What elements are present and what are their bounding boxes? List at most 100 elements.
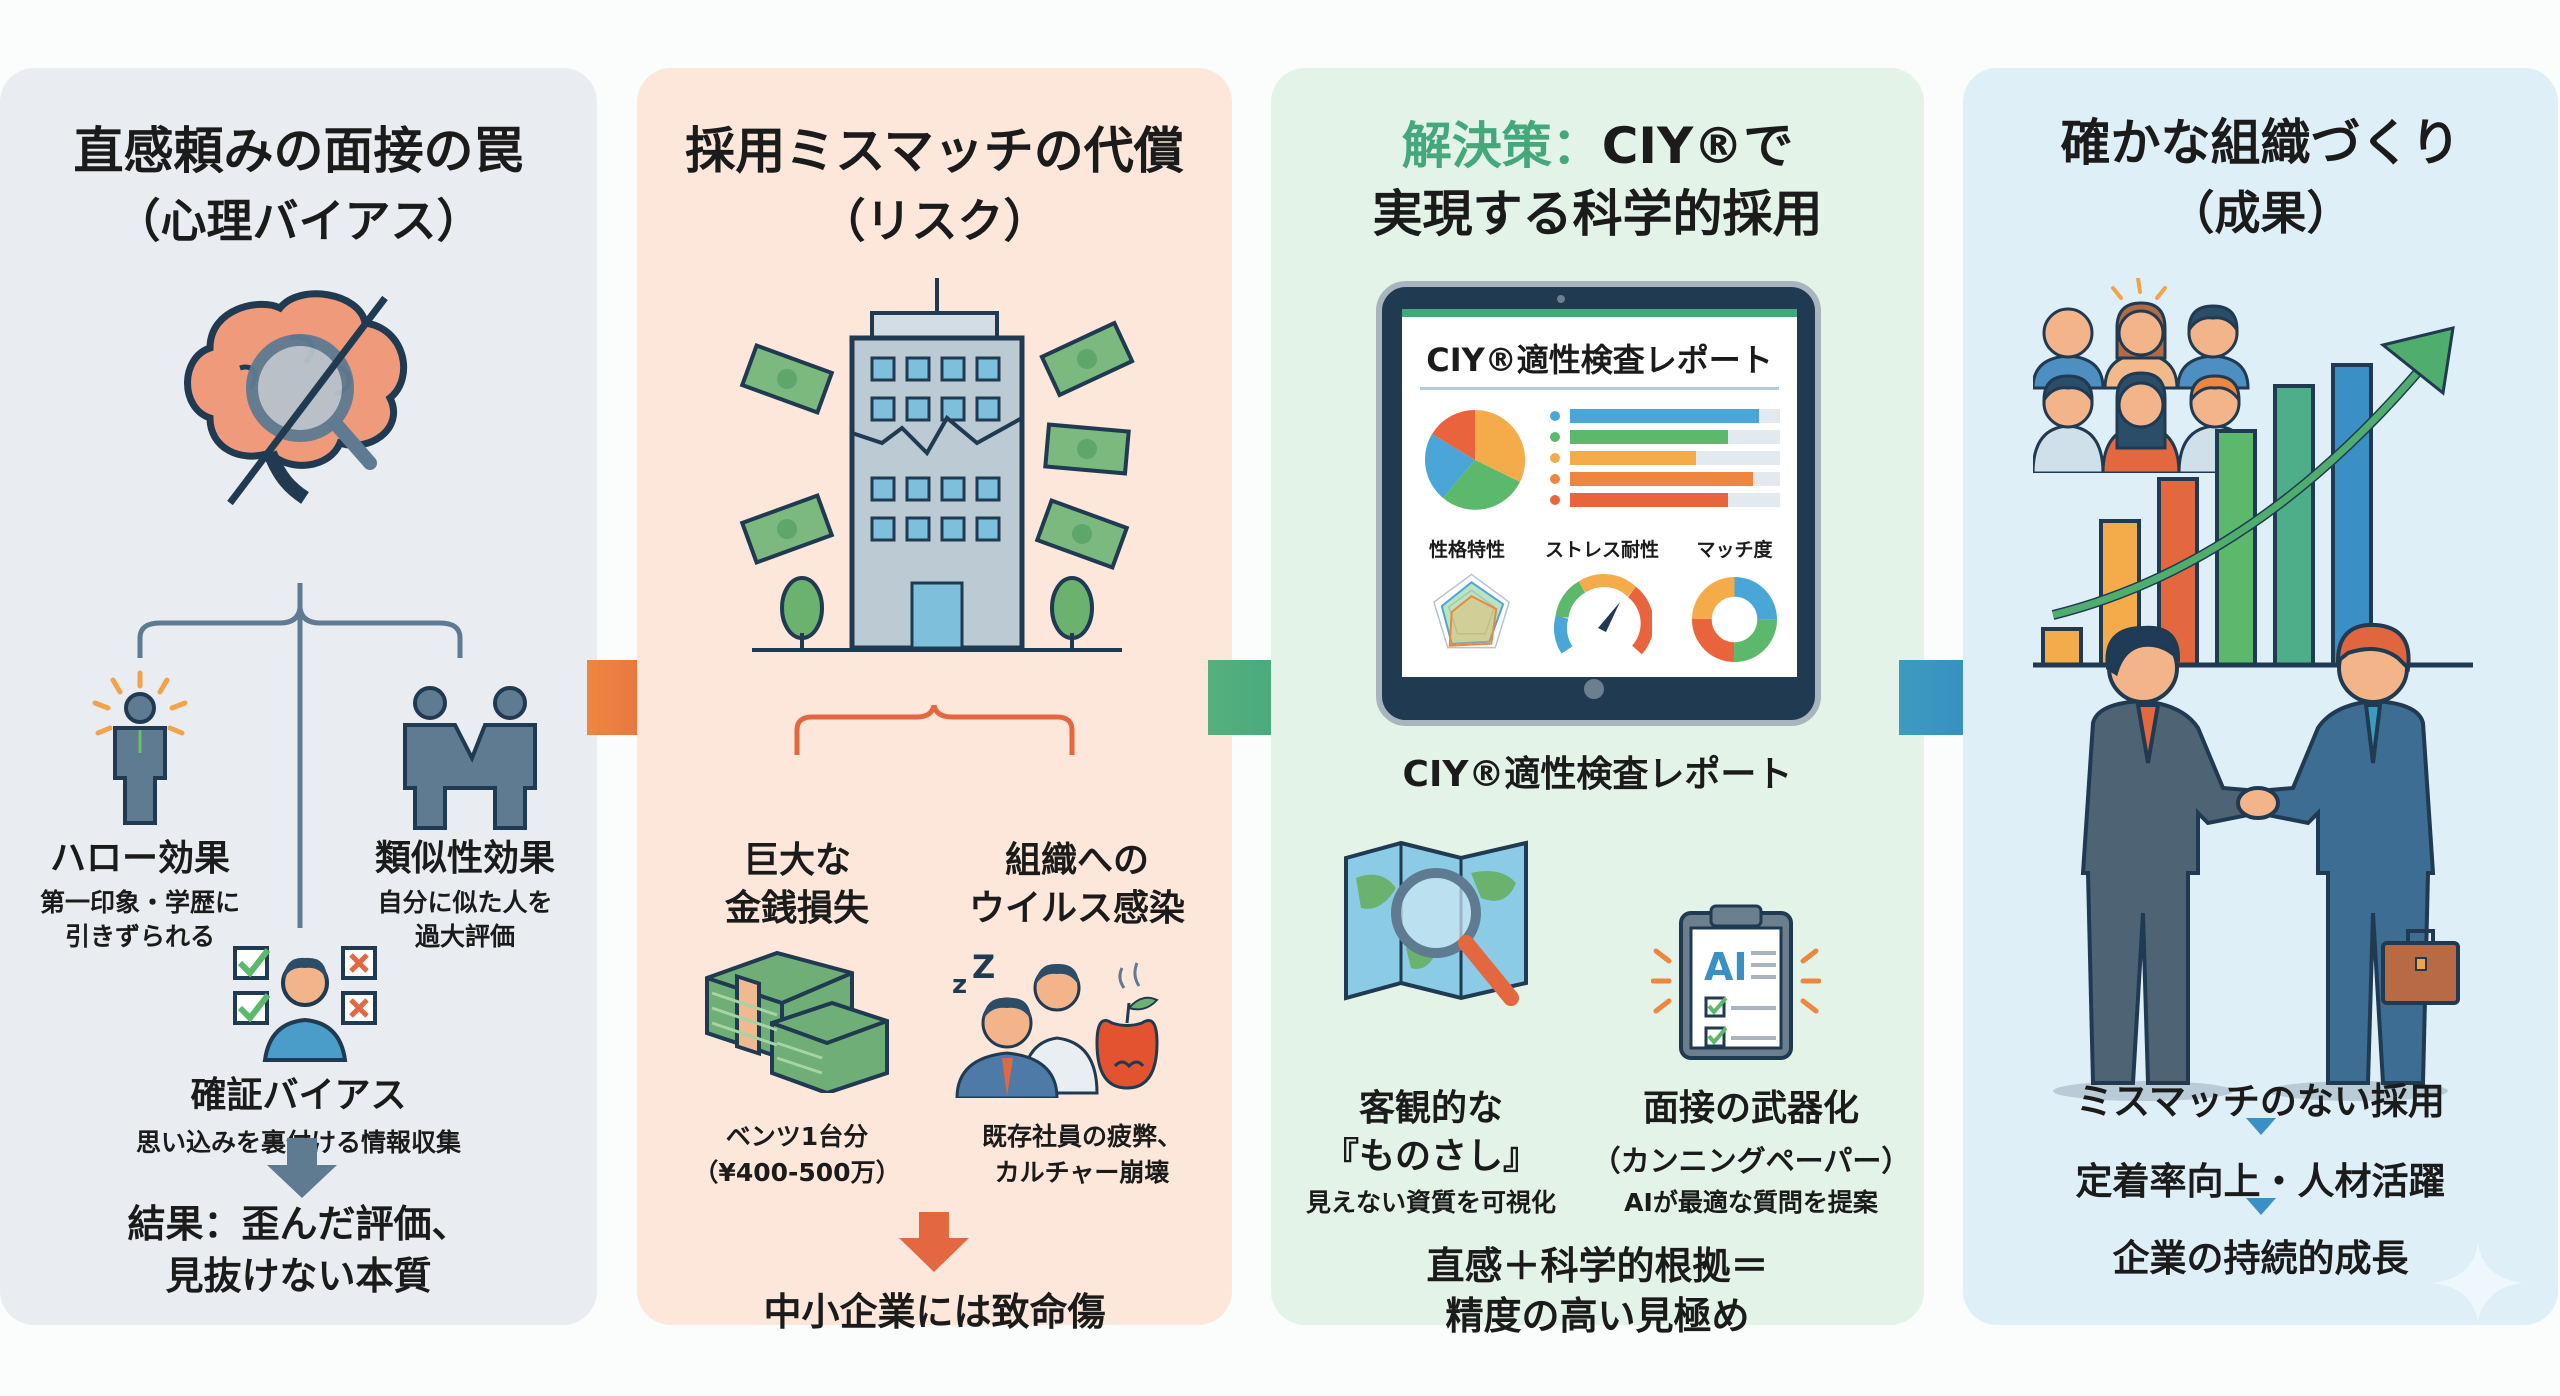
report-bar-fill — [1570, 472, 1753, 486]
report-bar-fill — [1570, 430, 1728, 444]
card1-result-line1: 結果：歪んだ評価、 — [127, 1202, 470, 1246]
halo-person-icon — [92, 670, 188, 825]
tired-employees-rotten-apple-icon: z Z — [952, 948, 1159, 1098]
card2-conclusion: 中小企業には致命傷 — [763, 1290, 1106, 1334]
bias-branch-connector — [137, 583, 463, 928]
outcome-step-1: ミスマッチのない採用 — [2076, 1080, 2445, 1123]
report-bar-dot — [1550, 474, 1560, 484]
report-bar-row — [1550, 409, 1780, 423]
report-bar-track — [1570, 472, 1780, 486]
money-loss-title-2: 金銭損失 — [724, 888, 869, 929]
objective-measure-title-1: 客観的な — [1358, 1088, 1503, 1129]
report-bar-track — [1570, 451, 1780, 465]
confirmation-bias-title: 確証バイアス — [190, 1075, 407, 1116]
report-bar-dot — [1550, 495, 1560, 505]
report-label-match: マッチ度 — [1696, 539, 1773, 561]
card3-title-line2: 実現する科学的採用 — [1372, 185, 1823, 243]
card-ciy-solution: 解決策：CIY®で 実現する科学的採用 CIY®適性検査レポート 性格特性 スト… — [1271, 68, 1924, 1338]
card1-subtitle: （心理バイアス） — [114, 194, 483, 248]
halo-effect-title: ハロー効果 — [49, 838, 230, 879]
halo-effect-desc-1: 第一印象・学歴に — [39, 888, 240, 917]
similarity-effect-title: 類似性効果 — [374, 838, 555, 879]
objective-measure-title-2: 『ものさし』 — [1322, 1136, 1539, 1177]
report-bar-fill — [1570, 451, 1696, 465]
report-bar-row — [1550, 493, 1780, 507]
growth-bar — [2273, 384, 2315, 667]
cracked-building-money-icon — [739, 278, 1135, 652]
virus-title-2: ウイルス感染 — [968, 888, 1185, 929]
report-radar-chart — [1433, 573, 1510, 649]
tablet-camera — [1557, 295, 1565, 303]
card3-conclusion-line1: 直感＋科学的根拠＝ — [1426, 1244, 1769, 1288]
ai-clipboard-icon — [1651, 904, 1821, 1060]
interview-weapon-title: 面接の武器化 — [1642, 1088, 1859, 1129]
report-label-stress: ストレス耐性 — [1544, 539, 1659, 561]
report-bar-track — [1570, 430, 1780, 444]
triangle-down-icon — [2246, 1118, 2276, 1135]
growth-bar — [2041, 627, 2083, 667]
business-handshake-icon — [2053, 622, 2460, 1101]
confirmation-bias-person-icon — [233, 946, 377, 1062]
card-mismatch-risk: 採用ミスマッチの代償 （リスク） 巨大な 金 — [637, 68, 1232, 1334]
card-organization-results: 確かな組織づくり （成果） — [1963, 68, 2558, 1325]
clipboard-checklist — [1704, 951, 1776, 1048]
report-bar-row — [1550, 430, 1780, 444]
report-bar-row — [1550, 472, 1780, 486]
tablet-screen: CIY®適性検査レポート 性格特性 ストレス耐性 マッチ度 — [1402, 309, 1797, 677]
sparkle-icon — [2433, 1243, 2523, 1323]
similarity-effect-desc-1: 自分に似た人を — [377, 888, 553, 917]
card3-title-rest: CIY®で — [1601, 117, 1794, 175]
tablet-home-button — [1584, 679, 1604, 699]
card2-subtitle: （リスク） — [819, 194, 1050, 248]
report-caption: CIY®適性検査レポート — [1402, 754, 1793, 795]
map-magnifier-icon — [1344, 840, 1528, 1006]
brain-magnifier-icon — [184, 290, 408, 506]
card3-title-accent: 解決策： — [1401, 117, 1602, 175]
report-screen-title: CIY®適性検査レポート — [1426, 341, 1773, 379]
money-loss-desc-1: ベンツ1台分 — [725, 1122, 869, 1151]
outcome-step-3: 企業の持続的成長 — [2112, 1237, 2409, 1280]
risk-branch-connector — [794, 705, 1075, 755]
similarity-effect-desc-2: 過大評価 — [414, 922, 515, 951]
down-arrow-icon — [899, 1212, 969, 1272]
money-loss-title-1: 巨大な — [742, 840, 851, 881]
happy-team-icon — [2033, 278, 2253, 473]
report-bar-track — [1570, 409, 1780, 423]
card3-conclusion-line2: 精度の高い見極め — [1445, 1294, 1750, 1338]
triangle-down-icon — [2246, 1198, 2276, 1215]
interview-weapon-desc: AIが最適な質問を提案 — [1624, 1188, 1878, 1217]
down-arrow-icon — [267, 1138, 337, 1198]
tablet-device: CIY®適性検査レポート 性格特性 ストレス耐性 マッチ度 — [1376, 281, 1821, 726]
money-loss-desc-2: （¥400-500万） — [693, 1158, 901, 1187]
money-stacks-icon — [705, 950, 889, 1093]
card4-subtitle: （成果） — [2168, 186, 2353, 240]
card4-title: 確かな組織づくり — [2060, 114, 2461, 172]
report-divider — [1420, 387, 1779, 390]
virus-desc-2: カルチャー崩壊 — [994, 1158, 1170, 1187]
halo-effect-desc-2: 引きずられる — [64, 922, 215, 951]
outcome-step-2: 定着率向上・人材活躍 — [2075, 1160, 2446, 1203]
report-bar-row — [1550, 451, 1780, 465]
growth-bar — [2331, 363, 2373, 667]
report-bar-fill — [1570, 409, 1759, 423]
svg-text:z: z — [952, 970, 967, 1000]
card2-title: 採用ミスマッチの代償 — [685, 122, 1184, 180]
report-label-personality: 性格特性 — [1428, 539, 1505, 561]
report-match-donut — [1691, 576, 1778, 663]
report-bar-dot — [1550, 411, 1560, 421]
report-bar-fill — [1570, 493, 1728, 507]
virus-desc-1: 既存社員の疲弊、 — [981, 1122, 1182, 1151]
objective-measure-desc: 見えない資質を可視化 — [1305, 1188, 1556, 1217]
card1-result-line2: 見抜けない本質 — [165, 1254, 432, 1298]
growth-bar-chart — [2033, 326, 2473, 668]
report-bar-list — [1550, 409, 1780, 514]
ai-badge-text: AI — [1704, 945, 1748, 989]
similarity-handshake-icon — [403, 686, 537, 830]
virus-title-1: 組織への — [1004, 840, 1149, 881]
report-bar-dot — [1550, 453, 1560, 463]
report-bar-track — [1570, 493, 1780, 507]
report-stress-gauge — [1553, 574, 1652, 655]
card-psychological-bias: 直感頼みの面接の罠 （心理バイアス） ハロー効果 第一印象・学歴に 引きずられる… — [0, 68, 597, 1325]
svg-text:Z: Z — [972, 948, 995, 986]
report-pie-chart — [1424, 409, 1526, 510]
